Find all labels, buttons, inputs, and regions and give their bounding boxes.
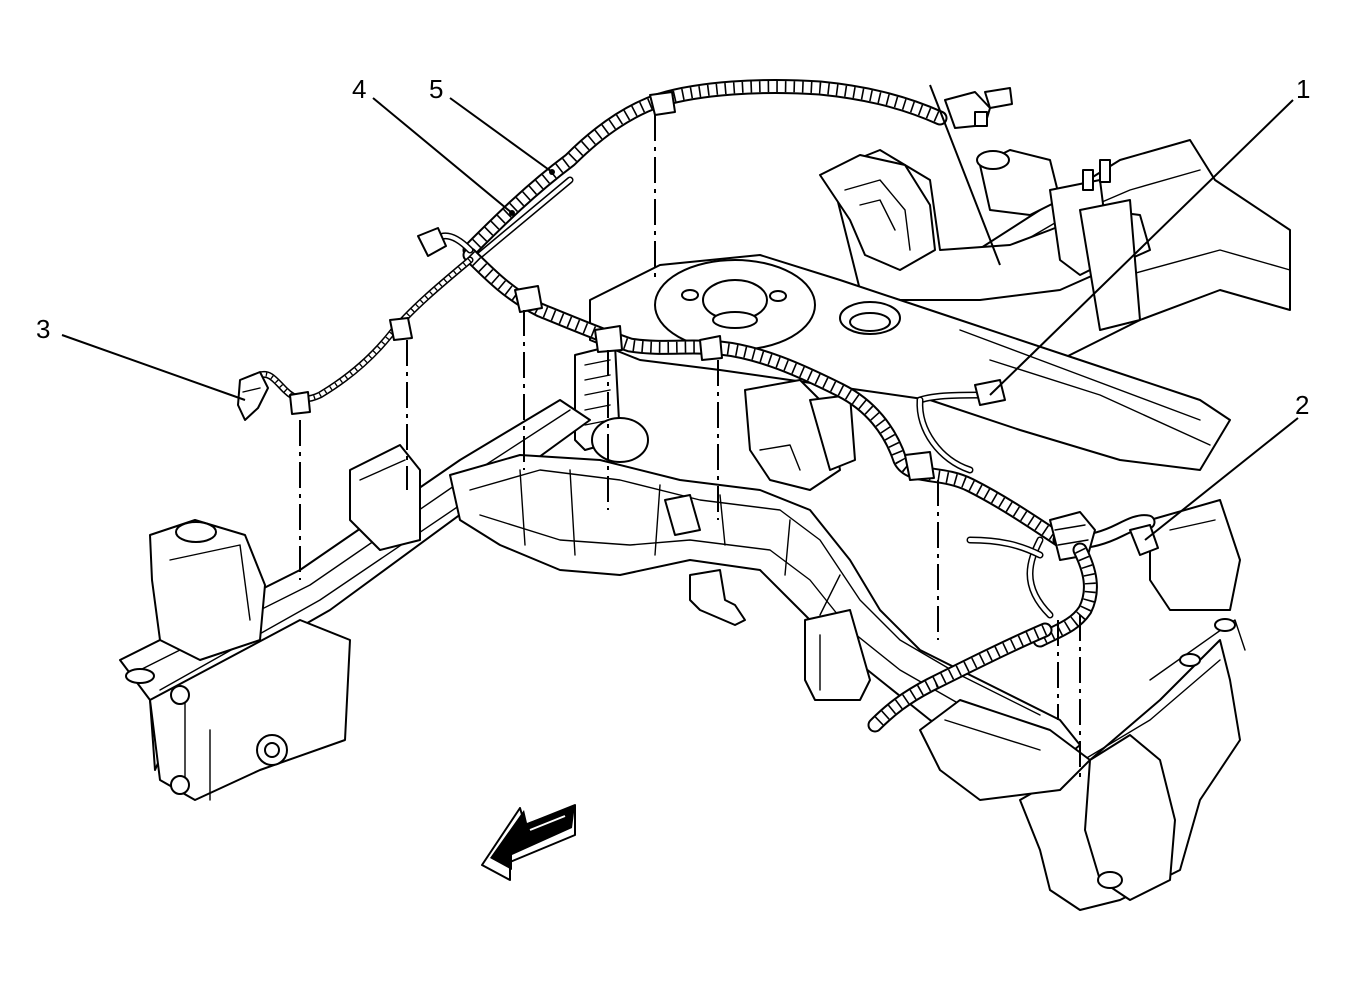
spring-hanger-upper — [819, 154, 936, 271]
connector-2 — [1129, 524, 1159, 556]
sensor-connector-3 — [237, 371, 269, 421]
callout-1-label: 1 — [1296, 74, 1310, 104]
callout-5-label: 5 — [429, 74, 443, 104]
pigtail-connector — [417, 227, 447, 257]
crossmember-lower-bracket — [804, 609, 871, 701]
callout-3-label: 3 — [36, 314, 50, 344]
callout-4-label: 4 — [352, 74, 366, 104]
callouts: 1 2 3 4 5 — [36, 74, 1310, 541]
callout-2-label: 2 — [1295, 390, 1309, 420]
forward-arrow-icon — [481, 804, 576, 881]
left-frame-front-section — [149, 619, 351, 801]
wiring-harness — [237, 79, 1159, 780]
connector-1 — [974, 379, 1006, 406]
